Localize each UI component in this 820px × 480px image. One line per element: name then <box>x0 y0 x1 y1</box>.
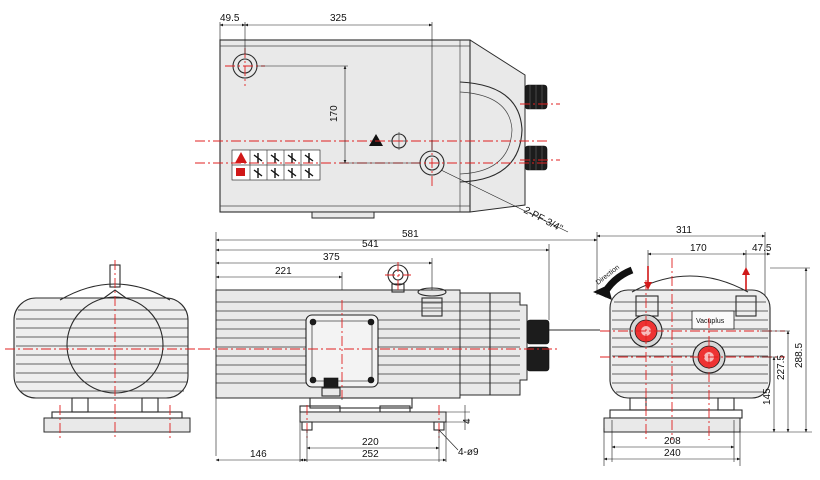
dim-170-top: 170 <box>329 105 340 122</box>
dim-220: 220 <box>362 437 379 448</box>
direction-arrow-icon <box>593 285 612 300</box>
right-body <box>609 289 771 399</box>
dim-47-5: 47.5 <box>752 243 772 254</box>
warning-icon <box>369 134 383 146</box>
brand-plate <box>691 310 735 330</box>
front-base <box>299 411 447 423</box>
dim-146: 146 <box>250 449 267 460</box>
dim-240: 240 <box>664 448 681 459</box>
dim-252: 252 <box>362 449 379 460</box>
dim-375: 375 <box>323 252 340 263</box>
right-end-view: 311 170 47.5 Direction <box>593 225 812 466</box>
dim-170-side: 170 <box>690 243 707 254</box>
front-knob-1 <box>526 319 550 345</box>
dim-541: 541 <box>362 239 379 250</box>
dim-221: 221 <box>275 266 292 277</box>
dim-227-5: 227.5 <box>776 355 787 380</box>
front-knob-2 <box>526 346 550 372</box>
left-base <box>43 417 191 433</box>
dim-288-5: 288.5 <box>794 343 805 368</box>
front-view: 581 541 375 221 <box>200 229 600 462</box>
dim-208: 208 <box>664 436 681 447</box>
left-body <box>13 297 189 399</box>
dim-4: 4 <box>462 418 473 424</box>
hole-callout: 4-ø9 <box>458 447 479 458</box>
dim-145: 145 <box>762 388 773 405</box>
safety-label <box>231 149 321 181</box>
dim-311: 311 <box>676 225 692 236</box>
thread-callout: 2-PF-3/4" <box>522 205 565 235</box>
top-knobs <box>524 84 548 171</box>
dim-581: 581 <box>402 229 419 240</box>
brand-label: Vacuplus <box>696 318 725 325</box>
dim-325: 325 <box>330 13 347 24</box>
top-view: 49.5 325 170 2-PF-3/4" <box>195 13 569 235</box>
left-end-view <box>5 260 200 440</box>
dim-49-5: 49.5 <box>220 13 240 24</box>
